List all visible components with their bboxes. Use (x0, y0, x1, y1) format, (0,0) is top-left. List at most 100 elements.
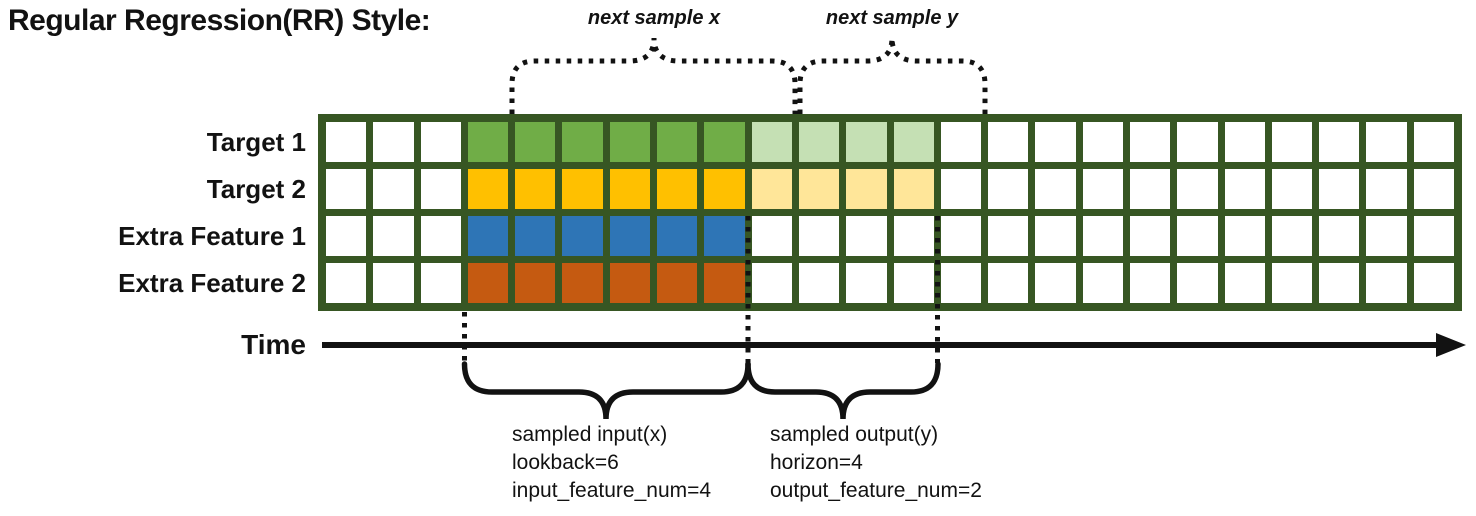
grid-cell (1129, 169, 1171, 209)
grid-cell (1319, 122, 1360, 162)
grid-cell (609, 263, 651, 303)
grid-cell (467, 263, 509, 303)
grid-cell (846, 216, 887, 256)
grid-cell (893, 216, 934, 256)
sampled-output-title: sampled output(y) (770, 423, 939, 446)
grid-cell (1319, 169, 1360, 209)
grid-cell (1319, 263, 1360, 303)
grid-cell (609, 169, 651, 209)
input-feature-num: input_feature_num=4 (512, 479, 712, 502)
grid-cell (1129, 263, 1171, 303)
grid-cell (1224, 216, 1265, 256)
grid-cell (326, 122, 367, 162)
grid-cell (798, 216, 840, 256)
output-feature-num: output_feature_num=2 (770, 479, 982, 502)
grid-cell (798, 122, 840, 162)
grid-cell (751, 169, 792, 209)
time-axis-arrowhead (1436, 333, 1466, 357)
grid-cell (420, 263, 461, 303)
grid-cell (798, 263, 840, 303)
sampled-input-note: sampled input(x) lookback=6 input_featur… (512, 421, 711, 505)
sampled-output-brace (745, 361, 941, 420)
grid-cell (1319, 216, 1360, 256)
grid-cell (988, 122, 1029, 162)
grid-cell (940, 216, 982, 256)
row-label-target-2: Target 2 (206, 174, 306, 204)
grid-cell (420, 216, 461, 256)
next-sample-x-brace (509, 37, 798, 114)
grid-cell (1366, 263, 1407, 303)
next-sample-y-label: next sample y (825, 7, 959, 29)
grid-cell (1035, 169, 1076, 209)
grid-cell (1224, 263, 1265, 303)
grid-cell (562, 263, 603, 303)
grid-cell (1366, 216, 1407, 256)
grid-cell (1271, 216, 1313, 256)
grid-cell (1271, 263, 1313, 303)
grid-cell (751, 263, 792, 303)
sampled-output-note: sampled output(y) horizon=4 output_featu… (770, 421, 982, 505)
diagram-title: Regular Regression(RR) Style: (8, 4, 431, 37)
grid-cell (657, 122, 698, 162)
time-series-grid (318, 114, 1462, 311)
grid-cell (420, 169, 461, 209)
grid-cell (1177, 263, 1218, 303)
grid-cell (1271, 122, 1313, 162)
grid-cell (467, 169, 509, 209)
grid-cell (940, 169, 982, 209)
grid-cell (1082, 263, 1123, 303)
grid-cell (562, 169, 603, 209)
grid-cell (326, 216, 367, 256)
grid-cell (373, 169, 414, 209)
grid-cell (798, 169, 840, 209)
sampled-input-brace (461, 361, 751, 420)
grid-cell (988, 263, 1029, 303)
grid-cell (1224, 169, 1265, 209)
grid-cell (609, 122, 651, 162)
grid-cell (515, 216, 556, 256)
grid-cell (1413, 122, 1454, 162)
grid-cell (704, 169, 745, 209)
grid-cell (515, 263, 556, 303)
grid-cell (1177, 169, 1218, 209)
grid-cell (1366, 169, 1407, 209)
grid-cell (846, 263, 887, 303)
sampled-input-title: sampled input(x) (512, 423, 668, 446)
grid-cell (609, 216, 651, 256)
grid-cell (515, 122, 556, 162)
grid-cell (1413, 169, 1454, 209)
grid-cell (751, 216, 792, 256)
grid-cell (1177, 216, 1218, 256)
grid-cell (1035, 122, 1076, 162)
grid-cell (1082, 122, 1123, 162)
lookback-value: lookback=6 (512, 451, 619, 474)
grid-cell (562, 122, 603, 162)
grid-cell (467, 216, 509, 256)
row-label-extra-feature-1: Extra Feature 1 (118, 221, 306, 251)
grid-cell (704, 263, 745, 303)
grid-cell (373, 122, 414, 162)
grid-cell (1413, 216, 1454, 256)
grid-cell (1129, 122, 1171, 162)
grid-cell (1413, 263, 1454, 303)
grid-cell (1035, 263, 1076, 303)
grid-cell (1271, 169, 1313, 209)
grid-cell (893, 169, 934, 209)
grid-cell (704, 122, 745, 162)
grid-cell (940, 263, 982, 303)
grid-cell (420, 122, 461, 162)
grid-cell (1035, 216, 1076, 256)
grid-cell (326, 169, 367, 209)
grid-cell (1177, 122, 1218, 162)
grid-cell (657, 263, 698, 303)
grid-cell (1224, 122, 1265, 162)
grid-cell (893, 122, 934, 162)
grid-cell (657, 216, 698, 256)
grid-cell (467, 122, 509, 162)
next-sample-y-brace (797, 37, 988, 114)
grid-cell (893, 263, 934, 303)
grid-cell (373, 216, 414, 256)
grid-cell (751, 122, 792, 162)
grid-cell (846, 122, 887, 162)
